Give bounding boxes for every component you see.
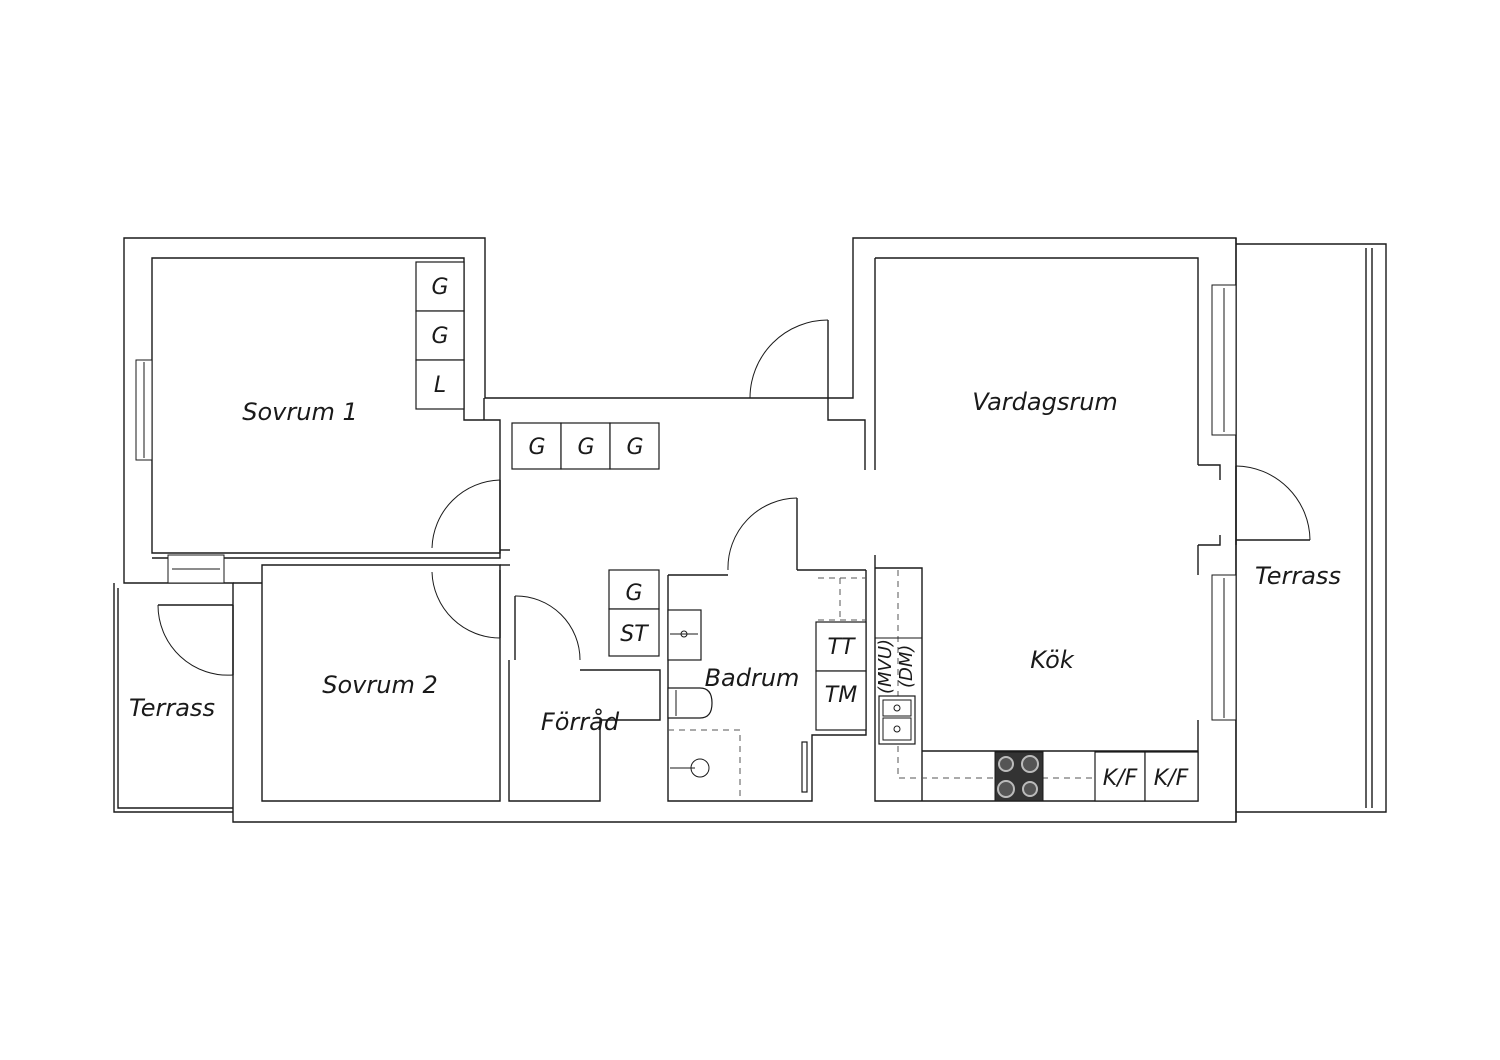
room-label-sovrum-2: Sovrum 2 bbox=[322, 671, 437, 699]
room-label-forrad: Förråd bbox=[541, 707, 620, 736]
kitchen-sink bbox=[878, 695, 916, 745]
towel-rail bbox=[801, 741, 808, 793]
room-label-badrum: Badrum bbox=[705, 664, 800, 692]
microwave-label: (MVU) bbox=[875, 639, 896, 694]
windows bbox=[135, 284, 1237, 721]
hall-small-storage: G ST bbox=[608, 569, 660, 657]
room-label-sovrum-1: Sovrum 1 bbox=[242, 398, 357, 426]
wardrobe-label: G bbox=[528, 435, 545, 460]
outer-walls bbox=[123, 237, 1237, 823]
room-label-vardagsrum: Vardagsrum bbox=[972, 388, 1118, 416]
wardrobe-label: G bbox=[626, 435, 643, 460]
doors bbox=[157, 319, 1311, 676]
fridge-freezer-label: K/F bbox=[1103, 766, 1138, 791]
laundry: TT TM bbox=[815, 577, 867, 731]
dishwasher-label: (DM) bbox=[896, 645, 917, 688]
hall-wardrobes: G G G bbox=[511, 422, 660, 470]
terrace-left bbox=[113, 583, 233, 813]
wardrobe-label: G bbox=[625, 581, 642, 606]
kitchen: (MVU) (DM) K/F K/F bbox=[875, 567, 1199, 802]
washbasin bbox=[667, 609, 702, 661]
washing-machine-label: TM bbox=[825, 683, 857, 708]
terrace-right bbox=[1236, 243, 1387, 813]
fridge-freezer-label: K/F bbox=[1154, 766, 1189, 791]
room-label-terrass-left: Terrass bbox=[129, 694, 215, 722]
bathroom-fixtures bbox=[667, 609, 808, 800]
wardrobe-label: L bbox=[434, 373, 446, 398]
room-label-kok: Kök bbox=[1030, 646, 1075, 674]
toilet bbox=[667, 687, 713, 719]
room-label-terrass-right: Terrass bbox=[1255, 562, 1341, 590]
wardrobe-label: G bbox=[577, 435, 594, 460]
wardrobe-label: G bbox=[431, 275, 448, 300]
room-labels: Sovrum 1 Sovrum 2 Vardagsrum Kök Badrum … bbox=[129, 388, 1341, 736]
storage-st-label: ST bbox=[620, 622, 649, 647]
wardrobe-label: G bbox=[431, 324, 448, 349]
tumble-dryer-label: TT bbox=[828, 635, 856, 660]
sovrum1-wardrobes: G G L bbox=[415, 261, 465, 410]
